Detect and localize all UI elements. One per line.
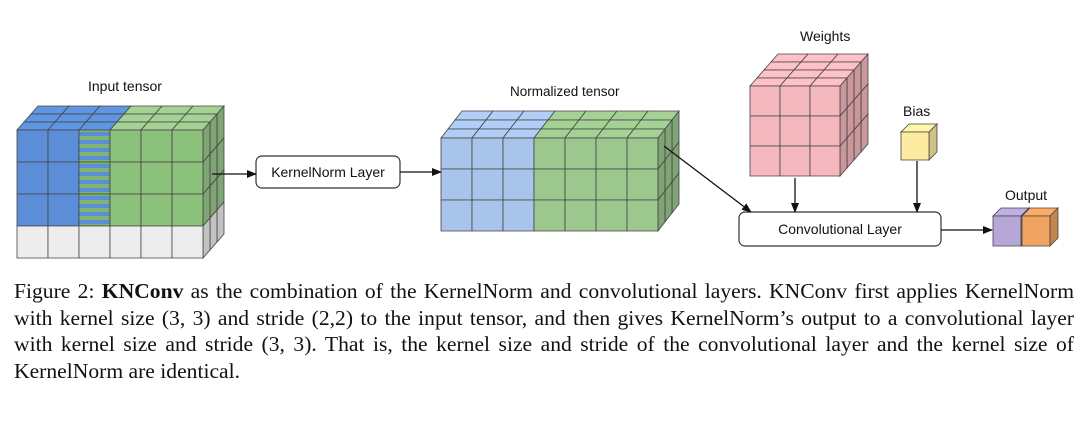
input-front-cell xyxy=(16,225,49,259)
input-front-cell xyxy=(16,129,49,163)
weights-cube xyxy=(749,52,869,178)
input-front-cell xyxy=(16,193,49,227)
caption-text: as the combination of the KernelNorm and… xyxy=(14,279,1074,383)
normalized-front-cell xyxy=(533,137,566,170)
arrow-normalized-to-conv xyxy=(663,145,752,213)
normalized-front-cell xyxy=(440,168,473,201)
input-front-cell xyxy=(109,193,142,227)
normalized-front-cell xyxy=(502,199,535,232)
input-front-cell xyxy=(78,193,111,227)
input-front-cell xyxy=(171,193,204,227)
bias-cube xyxy=(900,123,938,161)
output-purple-front-cell xyxy=(992,215,1022,247)
weights-front-cell xyxy=(809,115,841,147)
normalized-front-cell xyxy=(564,137,597,170)
weights-front-cell xyxy=(779,115,811,147)
input-front-cell xyxy=(47,129,80,163)
normalized-tensor-label: Normalized tensor xyxy=(510,84,620,99)
normalized-front-cell xyxy=(564,168,597,201)
weights-front-cell xyxy=(779,145,811,177)
input-front-cell xyxy=(140,161,173,195)
input-front-cell xyxy=(16,161,49,195)
input-tensor-label: Input tensor xyxy=(88,78,162,94)
input-front-cell xyxy=(140,225,173,259)
caption-prefix: Figure 2: xyxy=(14,279,102,303)
weights-front-cell xyxy=(749,115,781,147)
normalized-front-cell xyxy=(626,168,659,201)
normalized-tensor-cube xyxy=(440,109,680,233)
weights-front-cell xyxy=(749,85,781,117)
input-front-cell xyxy=(171,161,204,195)
normalized-front-cell xyxy=(440,199,473,232)
input-front-cell xyxy=(47,193,80,227)
weights-front-cell xyxy=(809,145,841,177)
normalized-front-cell xyxy=(502,168,535,201)
input-front-cell xyxy=(109,129,142,163)
output-cubes xyxy=(992,207,1059,247)
figure-caption: Figure 2: KNConv as the combination of t… xyxy=(14,278,1074,384)
knconv-diagram: Input tensor Normalized tensor Weights B… xyxy=(16,28,1059,260)
normalized-front-cell xyxy=(595,168,628,201)
input-front-cell xyxy=(109,225,142,259)
normalized-front-cell xyxy=(471,137,504,170)
input-tensor-cube xyxy=(16,104,225,260)
input-front-cell xyxy=(78,225,111,259)
input-front-cell xyxy=(109,161,142,195)
convolutional-layer-label: Convolutional Layer xyxy=(778,221,902,237)
input-front-cell xyxy=(140,193,173,227)
input-front-cell xyxy=(47,161,80,195)
normalized-front-cell xyxy=(471,168,504,201)
input-front-cell xyxy=(78,129,111,163)
input-front-cell xyxy=(47,225,80,259)
output-orange-front-cell xyxy=(1021,215,1051,247)
normalized-front-cell xyxy=(502,137,535,170)
normalized-front-cell xyxy=(440,137,473,170)
input-front-cell xyxy=(171,129,204,163)
normalized-front-cell xyxy=(626,137,659,170)
input-front-cell xyxy=(171,225,204,259)
normalized-front-cell xyxy=(564,199,597,232)
weights-label: Weights xyxy=(800,28,850,44)
normalized-front-cell xyxy=(595,137,628,170)
kernelnorm-layer-label: KernelNorm Layer xyxy=(271,164,385,180)
normalized-front-cell xyxy=(471,199,504,232)
input-front-cell xyxy=(140,129,173,163)
normalized-front-cell xyxy=(626,199,659,232)
normalized-front-cell xyxy=(595,199,628,232)
normalized-front-cell xyxy=(533,199,566,232)
kernelnorm-layer-box: KernelNorm Layer xyxy=(255,155,401,189)
bias-front-cell xyxy=(900,131,930,161)
caption-bold-term: KNConv xyxy=(101,279,184,303)
convolutional-layer-box: Convolutional Layer xyxy=(738,211,942,247)
weights-front-cell xyxy=(749,145,781,177)
weights-front-cell xyxy=(809,85,841,117)
bias-label: Bias xyxy=(903,103,930,119)
weights-front-cell xyxy=(779,85,811,117)
output-label: Output xyxy=(1005,187,1047,203)
input-front-cell xyxy=(78,161,111,195)
normalized-front-cell xyxy=(533,168,566,201)
